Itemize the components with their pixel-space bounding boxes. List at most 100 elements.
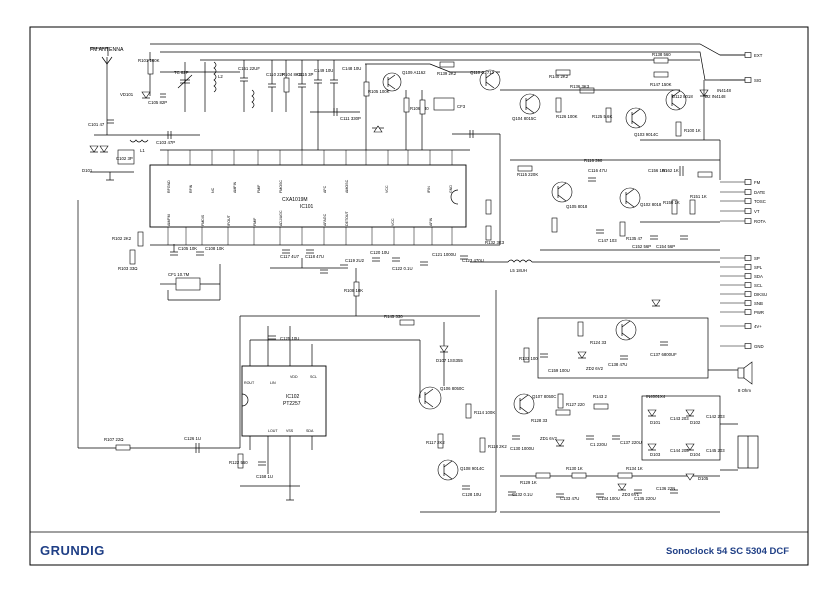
l1-label: L1 xyxy=(140,148,145,153)
right-top-section xyxy=(640,57,721,240)
in4001-label: IN4001X4 xyxy=(646,394,666,399)
d104-label: D104 xyxy=(690,452,701,457)
connector-label: VT xyxy=(754,209,760,214)
r118-label: R118 2K2 xyxy=(488,444,507,449)
ic101-bottom-pin-label: AFAGC xyxy=(323,213,327,226)
component-label: C156 10n xyxy=(648,168,667,173)
connector-label: TOSC xyxy=(754,199,766,204)
d102-label: D102 xyxy=(690,420,701,425)
component-label: C152 56P xyxy=(632,244,651,249)
connector-pin xyxy=(744,255,752,261)
power-supply-section: Q107 8050C R128 33 R127 220 R143 2 C130 … xyxy=(500,299,759,513)
r135-label: R135 47 xyxy=(626,236,643,241)
r107-label: R107 22Ω xyxy=(104,437,124,442)
q106-label: Q106 8050C xyxy=(440,386,464,391)
r122-label: R122 560 xyxy=(229,460,248,465)
q104-label: Q104 8015C xyxy=(512,116,536,121)
ic101-top-pin-label: NC xyxy=(211,187,215,193)
rf-front-end: R101 100K VD101 C105 82P TC 82P L2 C151 … xyxy=(82,52,501,181)
c105b-label: C105 10K xyxy=(178,246,197,251)
vd101-label: VD101 xyxy=(120,92,134,97)
q110-label: Q110 C2712 xyxy=(470,70,495,75)
d101b-label: D101 xyxy=(650,420,661,425)
ic102-body xyxy=(241,365,327,437)
l5-label: L5 18UH xyxy=(510,268,527,273)
c151-label: C151 22UF xyxy=(238,66,260,71)
ic102-left-pin-label: LIN xyxy=(270,381,276,385)
ic102-part: PT2257 xyxy=(283,401,301,407)
r116-label: R116 390 xyxy=(584,158,603,163)
brand-logo: GRUNDIG xyxy=(40,543,105,558)
c119-label: C119 2U2 xyxy=(345,258,365,263)
ic101-top-pin-label: AFC xyxy=(323,185,327,193)
connector-pin xyxy=(744,52,752,58)
r114-label: R114 100K xyxy=(474,410,495,415)
ic101-top-pin-label: AMFIN xyxy=(233,181,237,193)
c123-label: C123 470U xyxy=(462,258,484,263)
c115-label: C115 3P xyxy=(297,72,314,77)
component-label: C137 6800UF xyxy=(650,352,677,357)
ic101-bottom-pin-label: FMIF xyxy=(253,217,257,226)
c128-label: C128 10U xyxy=(462,492,481,497)
q105-label: Q105 8018 xyxy=(566,204,588,209)
d101-label: D101 xyxy=(82,168,93,173)
connector-label: 4V+ xyxy=(754,324,762,329)
ic102-left-pin-label: ROUT xyxy=(244,381,255,385)
c101-label: C101 47 xyxy=(88,122,105,127)
c110-label: C110 22P xyxy=(266,72,285,77)
c1-label: C1 220U xyxy=(590,442,607,447)
l2-label: L2 xyxy=(218,74,223,79)
d107-label: D107 1SS355 xyxy=(436,358,463,363)
r101-label: R101 100K xyxy=(138,58,160,63)
q102-label: Q102 8018 xyxy=(640,202,662,207)
c158-label: C158 1U xyxy=(256,474,273,479)
ic102-left-pin-label: LOUT xyxy=(268,429,278,433)
connector-pin xyxy=(744,273,752,279)
tc-label: TC 82P xyxy=(174,70,189,75)
ic102-right-pin-label: VDD xyxy=(290,375,298,379)
ic101-bottom-pin-label: IFOUT xyxy=(227,214,231,226)
component-label: R147 150K xyxy=(650,82,672,87)
ic101-bottom-pin-label: AFIN xyxy=(429,217,433,226)
ic101-bottom-pin-label: ADJ/AGC xyxy=(279,210,283,226)
c144-label: C144 203 xyxy=(670,448,689,453)
ic101-bottom-network: R102 2K2 R103 33Ω C105 10K C108 10K CF1 … xyxy=(112,231,720,317)
connector-pin xyxy=(744,264,752,270)
ic101-top-pin-label: GND xyxy=(449,185,453,193)
d103-label: D103 xyxy=(650,452,661,457)
c135-label: C135 220U xyxy=(634,496,656,501)
connector-pin xyxy=(744,77,752,83)
component-label: R162 1K xyxy=(662,168,679,173)
ic102-block: IC102 PT2257 C125 10U xyxy=(239,316,340,500)
ic101-top-pin-label: RFIN xyxy=(189,184,193,193)
q107-label: Q107 8050C xyxy=(532,394,556,399)
ic102-right-pin-label: SCL xyxy=(310,375,317,379)
ic101-top-pin-label: VCC xyxy=(385,185,389,193)
ic101-bottom-pin-label: AM/FM xyxy=(167,214,171,226)
connector-pin xyxy=(744,309,752,315)
ic101-ref: IC101 xyxy=(300,204,314,210)
connector-label: SIG xyxy=(754,78,762,83)
connector-label: SPL xyxy=(754,265,763,270)
connector-label: GND xyxy=(754,344,764,349)
c134-label: C134 100U xyxy=(598,496,620,501)
component-label: D112 8018 xyxy=(672,94,693,99)
r102-label: R102 2K2 xyxy=(112,236,132,241)
connector-label: SCL xyxy=(754,283,763,288)
connector-pin xyxy=(744,343,752,349)
c121-label: C121 1000U xyxy=(432,252,456,257)
r126-label: R126 100K xyxy=(556,114,578,119)
component-label: R138 560 xyxy=(652,52,671,57)
connector-pin xyxy=(744,291,752,297)
r145-label: R145 330 xyxy=(384,314,403,319)
ic101-top-pin-label: IFIN xyxy=(427,186,431,193)
component-label: D2 IN4148 xyxy=(705,94,726,99)
c136-label: C136 22N xyxy=(656,486,675,491)
r108-label: R108 10K xyxy=(344,288,363,293)
fm-antenna: FM ANTENNA xyxy=(90,47,124,135)
r106-label: R106 330 xyxy=(410,106,429,111)
